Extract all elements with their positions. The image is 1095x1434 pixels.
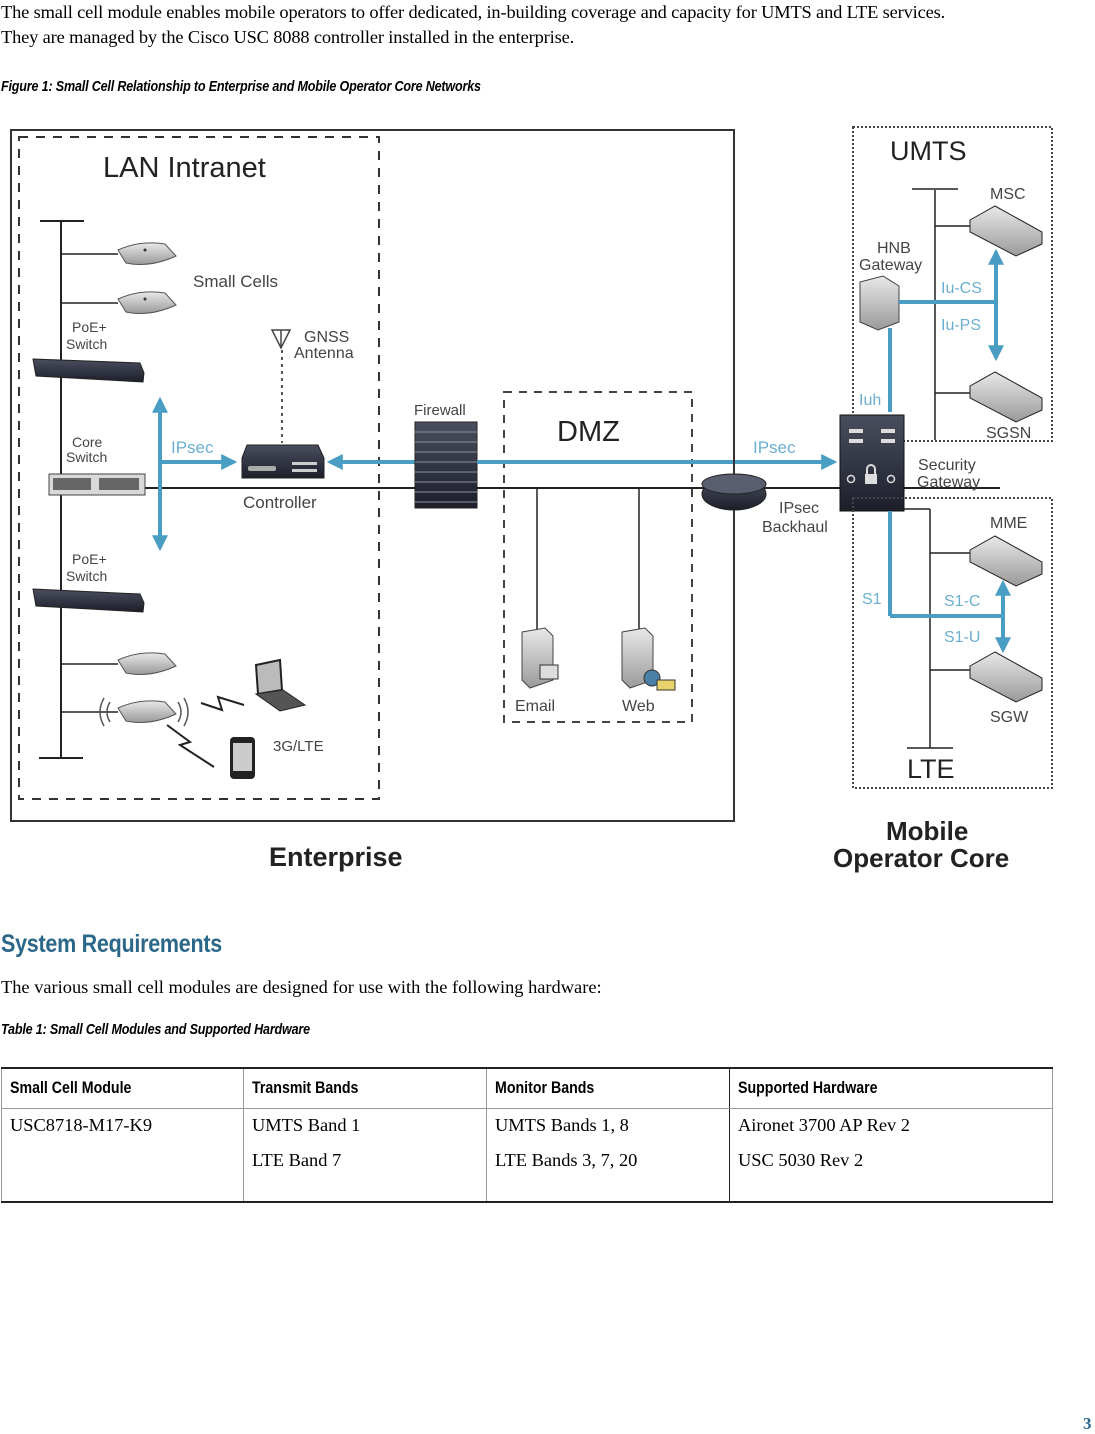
hnb-gateway-label-2: Gateway — [859, 257, 922, 274]
s1-c-label: S1-C — [944, 593, 980, 610]
firewall-label: Firewall — [414, 402, 466, 419]
supported-hardware-cell: Aironet 3700 AP Rev 2 USC 5030 Rev 2 — [729, 1108, 1053, 1203]
module-cell: USC8718-M17-K9 — [1, 1108, 244, 1203]
ipsec-left-label: IPsec — [171, 438, 214, 457]
firewall-icon — [414, 421, 478, 509]
sgsn-label: SGSN — [986, 425, 1031, 442]
s1-u-label: S1-U — [944, 629, 980, 646]
umts-label: UMTS — [890, 136, 967, 166]
section-title: System Requirements — [1, 930, 222, 958]
poe-switch-bottom-label-2: Switch — [66, 568, 107, 584]
small-cell-icon — [117, 291, 177, 314]
security-gateway-icon — [839, 414, 905, 512]
column-header: Monitor Bands — [486, 1067, 730, 1109]
iuh-label: Iuh — [859, 392, 881, 409]
sgsn-icon — [969, 371, 1043, 423]
mobile-phone-icon — [230, 737, 255, 779]
email-server-icon — [521, 627, 559, 689]
wireless-link-icon — [166, 724, 215, 768]
poe-switch-icon — [32, 588, 145, 613]
3g-lte-label: 3G/LTE — [273, 738, 324, 755]
intro-paragraph: The small cell module enables mobile ope… — [1, 0, 1095, 50]
mobile-operator-core-label: Mobile — [886, 816, 968, 846]
web-label: Web — [622, 698, 655, 715]
dmz-label: DMZ — [557, 416, 620, 448]
mme-label: MME — [990, 515, 1027, 532]
table-caption: Table 1: Small Cell Modules and Supporte… — [1, 1022, 310, 1038]
column-header: Transmit Bands — [243, 1067, 487, 1109]
table-row: USC8718-M17-K9 UMTS Band 1 LTE Band 7 UM… — [1, 1108, 1053, 1203]
monitor-bands-cell: UMTS Bands 1, 8 LTE Bands 3, 7, 20 — [486, 1108, 730, 1203]
column-header: Supported Hardware — [729, 1067, 1053, 1109]
core-switch-label: Core — [72, 434, 103, 450]
small-cells-label: Small Cells — [193, 272, 278, 291]
lte-boundary — [852, 497, 1053, 789]
intro-line-1: The small cell module enables mobile ope… — [1, 2, 946, 22]
mme-icon — [969, 535, 1043, 587]
controller-icon — [241, 444, 325, 479]
small-cell-broadcasting-icon — [99, 697, 189, 727]
core-switch-label-2: Switch — [66, 449, 107, 465]
hardware-table: Small Cell Module Transmit Bands Monitor… — [1, 1067, 1053, 1203]
controller-label: Controller — [243, 493, 317, 512]
figure-caption: Figure 1: Small Cell Relationship to Ent… — [1, 79, 481, 95]
ipsec-backhaul-label-2: Backhaul — [762, 519, 828, 536]
small-cell-icon — [117, 652, 177, 675]
lan-intranet-boundary — [18, 136, 380, 800]
poe-switch-top-label-2: Switch — [66, 336, 107, 352]
core-switch-icon — [48, 473, 146, 496]
router-icon — [701, 473, 767, 511]
hnb-gateway-icon — [859, 275, 900, 331]
msc-icon — [969, 205, 1043, 257]
wireless-link-icon — [200, 695, 245, 712]
enterprise-label: Enterprise — [269, 842, 403, 872]
small-cell-icon — [117, 242, 177, 265]
gnss-label-2: Antenna — [294, 345, 354, 362]
umts-boundary — [852, 126, 1053, 442]
table-header-row: Small Cell Module Transmit Bands Monitor… — [1, 1067, 1053, 1109]
web-server-icon — [621, 627, 676, 691]
email-label: Email — [515, 698, 555, 715]
security-gateway-label-2: Gateway — [917, 474, 980, 491]
dmz-boundary — [503, 391, 693, 723]
lte-label: LTE — [907, 754, 955, 784]
poe-switch-icon — [32, 358, 145, 383]
poe-switch-top-label: PoE+ — [72, 319, 107, 335]
gnss-label: GNSS — [304, 329, 349, 346]
laptop-icon — [254, 658, 307, 712]
page-number: 3 — [1083, 1414, 1092, 1433]
mobile-operator-core-label-2: Operator Core — [833, 843, 1009, 873]
section-body: The various small cell modules are desig… — [1, 977, 602, 997]
hnb-gateway-label: HNB — [877, 240, 911, 257]
iu-ps-label: Iu-PS — [941, 317, 981, 334]
gnss-antenna-icon — [270, 329, 292, 443]
lan-intranet-label: LAN Intranet — [103, 152, 266, 184]
security-gateway-label: Security — [918, 457, 976, 474]
s1-label: S1 — [862, 591, 882, 608]
iu-cs-label: Iu-CS — [941, 280, 982, 297]
ipsec-right-label: IPsec — [753, 438, 796, 457]
network-diagram: LAN Intranet Small Cells PoE+ Switch GNS… — [0, 115, 1095, 885]
transmit-bands-cell: UMTS Band 1 LTE Band 7 — [243, 1108, 487, 1203]
msc-label: MSC — [990, 186, 1026, 203]
sgw-icon — [969, 651, 1043, 703]
poe-switch-bottom-label: PoE+ — [72, 551, 107, 567]
column-header: Small Cell Module — [1, 1067, 244, 1109]
sgw-label: SGW — [990, 709, 1029, 726]
intro-line-2: They are managed by the Cisco USC 8088 c… — [1, 27, 575, 47]
ipsec-backhaul-label: IPsec — [779, 500, 819, 517]
